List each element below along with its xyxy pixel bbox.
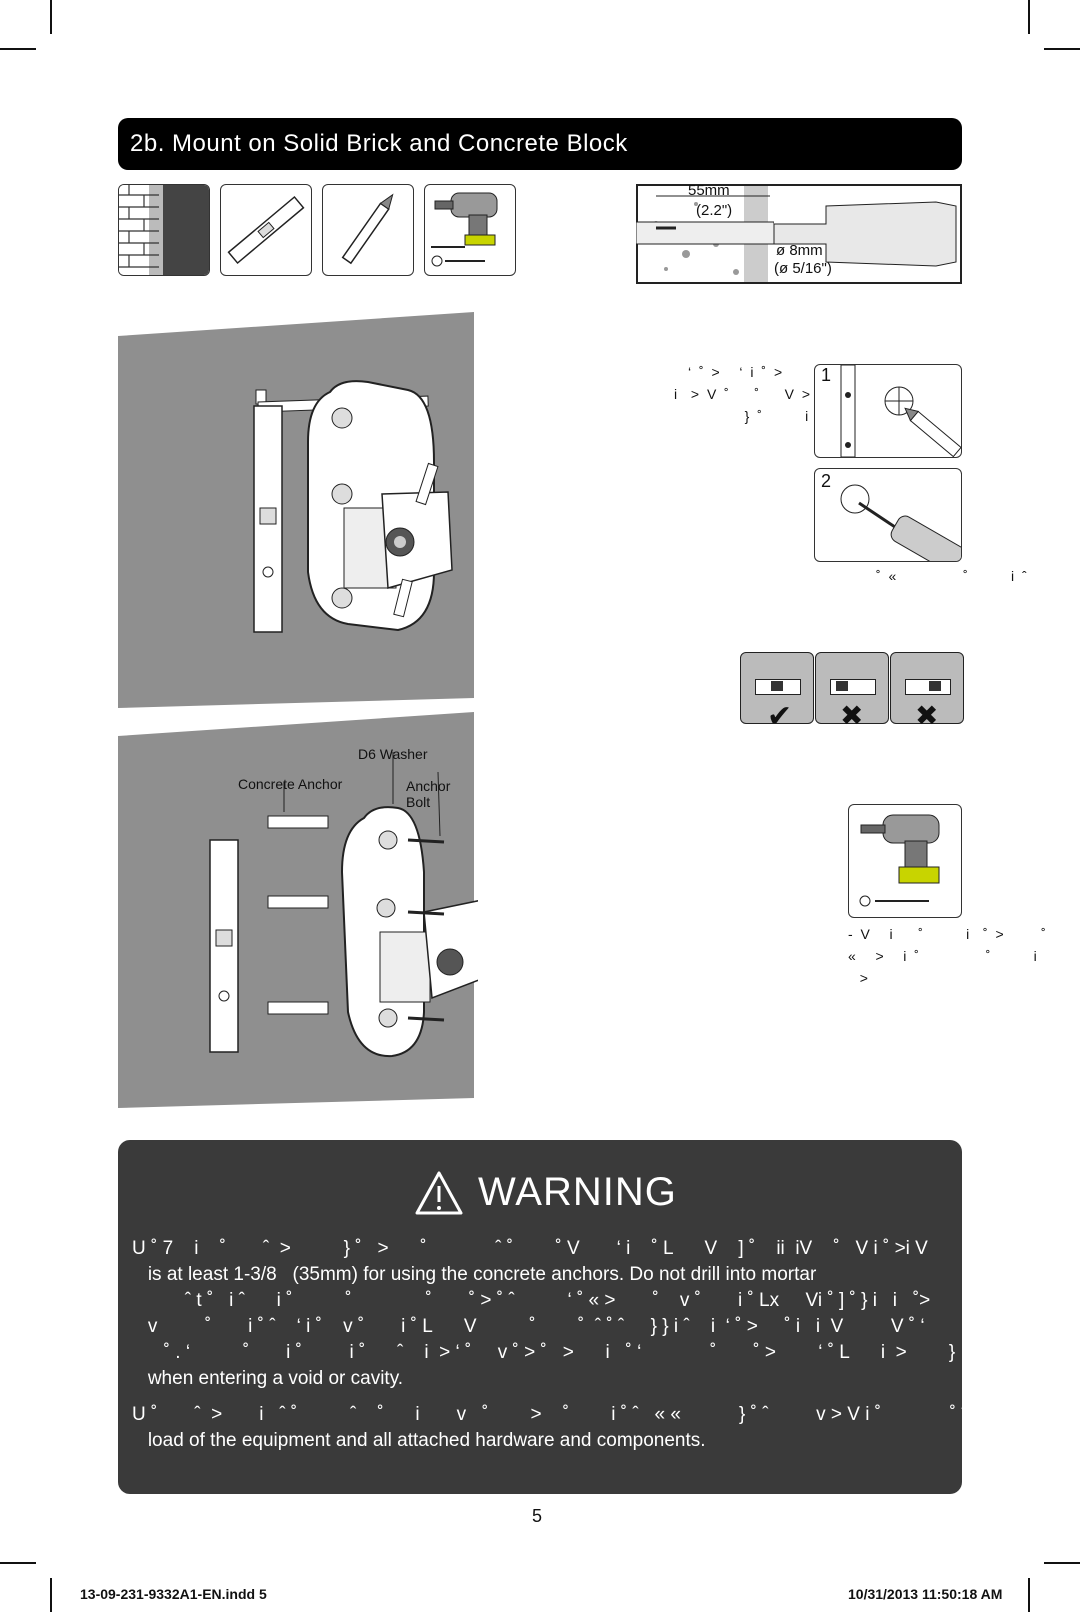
step-text-1-line: i > V ˚ ˚ V > [674,386,813,402]
crop-mark [0,1562,36,1564]
warning-line: load of the equipment and all attached h… [132,1430,706,1451]
mount-illustration-level [118,312,478,712]
warning-box: WARNING U ˚ 7 i ˚ ˆ > } ˚ > ˚ ˆ ˚ ˚ V ‘ … [118,1140,962,1494]
drill-depth-in: (2.2") [696,202,733,219]
drill-icon [424,184,516,276]
crop-mark [0,48,36,50]
bolt-label: Anchor Bolt [406,778,451,810]
warning-line: U ˚ 7 i ˚ ˆ > } ˚ > ˚ ˆ ˚ ˚ V ‘ i ˚ L V … [132,1238,928,1259]
footer-timestamp: 10/31/2013 11:50:18 AM [848,1586,1003,1602]
level-check-correct: ✔ [740,652,814,733]
warning-triangle-icon [415,1171,463,1215]
step-text-3-line: « > i ˚ ˚ i [848,948,1039,964]
cross-mark-icon: ✖ [915,700,939,731]
drill-bit-in: (ø 5/16") [774,260,832,277]
warning-line: ˆ t ˚ i ˆ i ˚ ˚ ˚ ˚ > ˚ ˆ ‘ ˚ « > ˚ v ˚ … [132,1290,931,1311]
step-2-inset: 2 [814,468,962,562]
drill-screwdriver-inset [848,804,962,918]
level-icon [220,184,312,276]
level-check-wrong: ✖ [890,652,964,731]
warning-line: when entering a void or cavity. [132,1368,404,1389]
mount-illustration-anchors: D6 Washer Concrete Anchor Anchor Bolt [118,712,485,1112]
crop-mark [50,1578,52,1612]
warning-title: WARNING [478,1170,677,1214]
anchor-label: Concrete Anchor [238,776,343,792]
warning-line: v ˚ i ˚ ˆ ‘ i ˚ v ˚ i ˚ L V ˚ ˚ ˆ ˚ ˆ } … [132,1316,925,1337]
step-2-number: 2 [821,471,832,491]
crop-mark [50,0,52,34]
crop-mark [1044,1562,1080,1564]
step-1-inset: 1 [814,364,962,458]
warning-line: U ˚ ˆ > i ˆ ˚ ˆ ˚ i v ˚ > ˚ i ˚ ˆ « « } … [132,1404,962,1425]
warning-line: ˚ . ‘ ˚ i ˚ i ˚ ˆ i > ‘ ˚ v ˚ > ˚ > i ˚ … [132,1342,956,1363]
step-1-number: 1 [821,365,832,385]
check-mark-icon: ✔ [767,700,793,733]
drill-depth-diagram: 55mm (2.2") ø 8mm (ø 5/16") [635,182,962,284]
step-text-3-line: > [848,970,870,986]
washer-label: D6 Washer [358,746,428,762]
pencil-icon [322,184,414,276]
brick-wall-icon [118,184,210,276]
drill-depth-mm: 55mm [688,182,730,199]
step-text-3-line: - V i ˚ i ˚ > ˚ [848,926,1048,942]
cross-mark-icon: ✖ [840,700,864,731]
crop-mark [1044,48,1080,50]
section-title: 2b. Mount on Solid Brick and Concrete Bl… [118,118,962,170]
level-check-wrong: ✖ [815,652,889,731]
drill-bit-mm: ø 8mm [776,242,823,259]
step-text-2: ˚ « ˚ i ˆ [876,568,1029,584]
footer-filename: 13-09-231-9332A1-EN.indd 5 [80,1586,267,1602]
step-text-1-line: } ˚ i ˆ [674,408,823,424]
page-number: 5 [532,1506,543,1526]
warning-line: is at least 1-3/8 (35mm) for using the c… [132,1264,817,1285]
crop-mark [1028,0,1030,34]
crop-mark [1028,1578,1030,1612]
